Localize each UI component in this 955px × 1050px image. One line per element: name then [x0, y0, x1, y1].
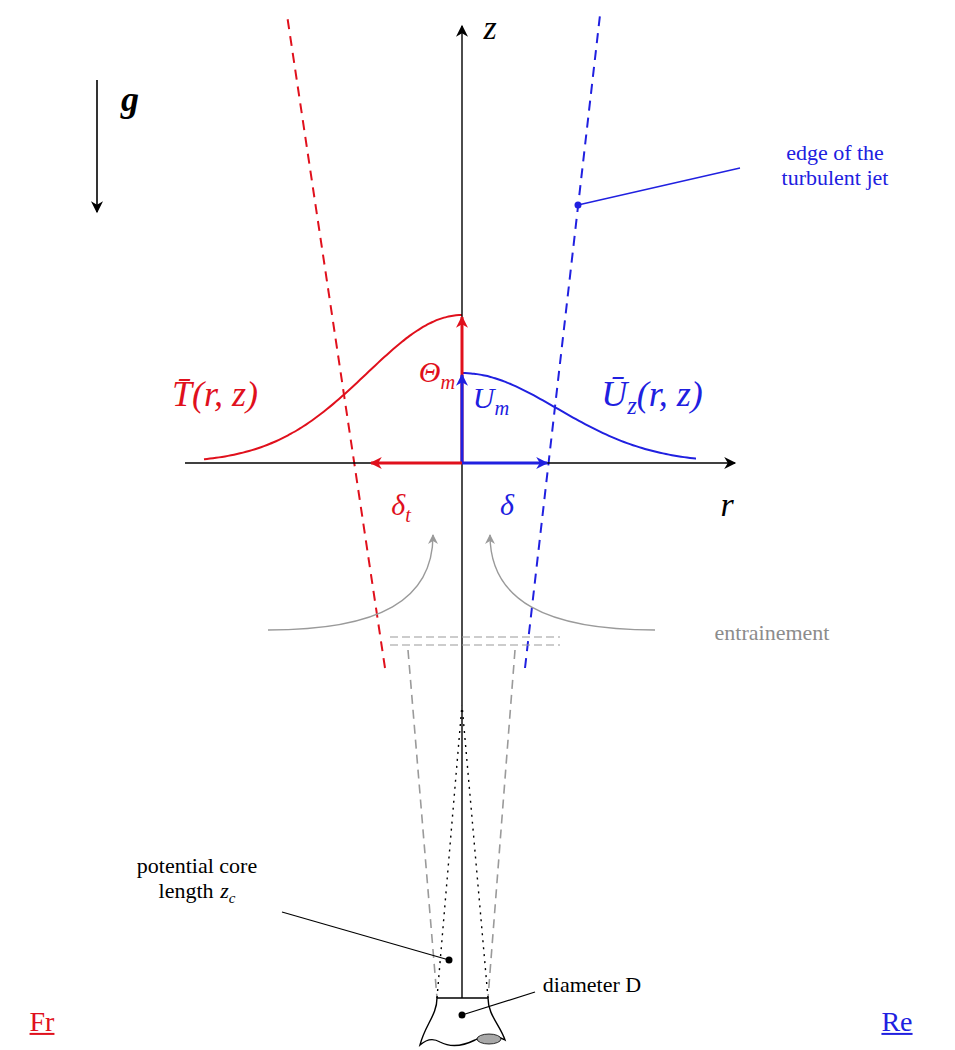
label-text: T̄(r, z) [172, 374, 258, 414]
callout-text: potential core lengthzc [117, 853, 277, 904]
transition-line [390, 636, 560, 637]
velocity-arrow [461, 375, 464, 463]
subscript: z [627, 392, 637, 419]
max-temperature-label: Θm [419, 355, 455, 390]
subscript: m [440, 370, 455, 392]
near-field-edge [488, 650, 515, 998]
axis-label: z [483, 8, 496, 47]
leader-line [282, 912, 449, 960]
entrainment-label: entrainement [715, 620, 830, 645]
delta-t-arrow [371, 462, 462, 465]
label-text: z [483, 9, 496, 46]
potential-core [462, 705, 488, 998]
label-text: Θ [419, 355, 441, 388]
entrainment-arrow [490, 535, 655, 630]
delta-arrow [462, 462, 547, 465]
potential-core [437, 705, 462, 998]
max-velocity-label: Um [473, 381, 509, 416]
temperature-profile-label: T̄(r, z) [172, 374, 258, 415]
z-axis [461, 26, 462, 998]
entrainment-arrow [268, 535, 433, 630]
label-text: r [720, 486, 733, 523]
subscript: t [405, 503, 411, 525]
label-text: edge of the turbulent jet [782, 140, 889, 190]
label-text: (r, z) [637, 374, 703, 414]
label-text: Ū [601, 374, 627, 414]
label-text: U [473, 381, 495, 414]
label-text: g [121, 79, 139, 119]
label-text: Re [881, 1006, 912, 1037]
label-text: δ [500, 488, 514, 521]
thermal-width-label: δt [391, 488, 411, 523]
link-label: Fr [30, 1006, 55, 1038]
r-axis [185, 462, 735, 463]
label-text: diameter D [543, 972, 641, 997]
label-text: potential core length [137, 853, 257, 903]
theta-arrow [461, 317, 464, 463]
link-label: Re [881, 1006, 912, 1038]
subscript: m [494, 396, 509, 418]
leader-line [578, 168, 740, 205]
label-text: Fr [30, 1006, 55, 1037]
jet-edge [525, 15, 600, 668]
velocity-profile-label: Ūz(r, z) [601, 374, 703, 415]
subscript: c [229, 890, 236, 906]
transition-line [390, 644, 560, 645]
gravity-symbol: g [121, 79, 139, 120]
label-text: δ [391, 488, 405, 521]
leader-line [462, 992, 535, 1015]
callout-text: diameter D [543, 972, 641, 997]
nozzle-bore [477, 1034, 501, 1044]
label-text: entrainement [715, 620, 830, 645]
axis-label: r [720, 485, 733, 524]
callout-text: edge of the turbulent jet [750, 140, 920, 191]
thermal-edge [287, 15, 385, 668]
jet-width-label: δ [500, 488, 514, 523]
gravity-arrow [96, 80, 98, 212]
near-field-edge [408, 650, 437, 998]
label-text: z [220, 878, 229, 903]
